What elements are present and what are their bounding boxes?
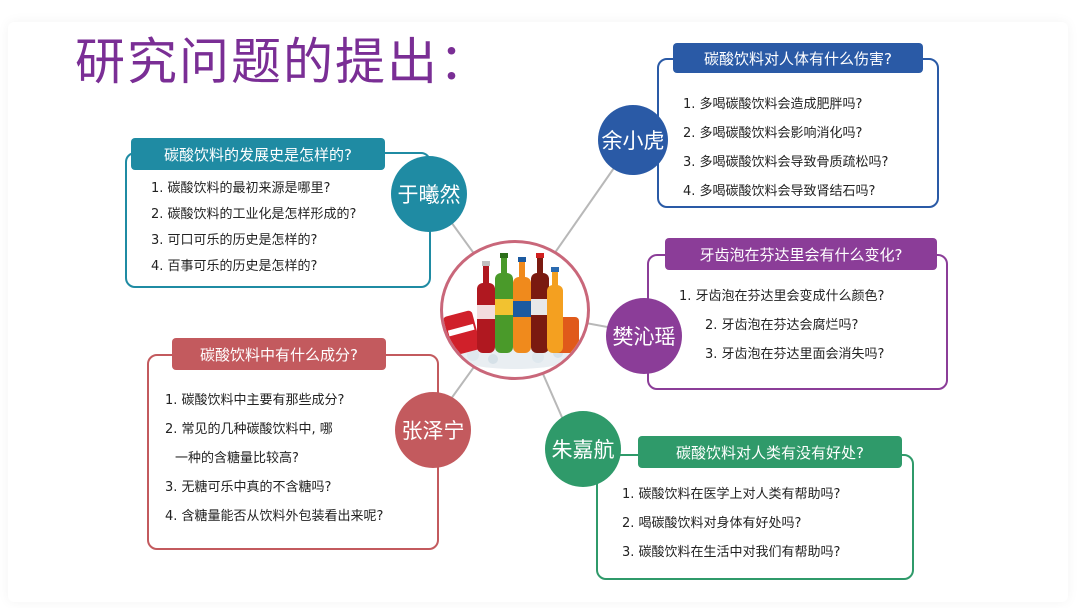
person-circle-b1: 余小虎 bbox=[598, 105, 668, 175]
list-item: 4. 含糖量能否从饮料外包装看出来呢? bbox=[165, 509, 384, 524]
soda-bottles-image bbox=[440, 240, 590, 380]
list-item: 2. 喝碳酸饮料对身体有好处吗? bbox=[622, 516, 802, 531]
person-circle-b5: 朱嘉航 bbox=[545, 411, 621, 487]
list-item: 3. 无糖可乐中真的不含糖吗? bbox=[165, 480, 332, 495]
list-item: 1. 多喝碳酸饮料会造成肥胖吗? bbox=[683, 97, 863, 112]
question-box-ingredients: 1. 碳酸饮料中主要有那些成分? 2. 常见的几种碳酸饮料中, 哪 一种的含糖量… bbox=[147, 354, 439, 550]
question-header-ingredients: 碳酸饮料中有什么成分? bbox=[172, 338, 386, 370]
question-header-benefits: 碳酸饮料对人类有没有好处? bbox=[638, 436, 902, 468]
list-item: 3. 碳酸饮料在生活中对我们有帮助吗? bbox=[622, 545, 841, 560]
list-item: 4. 百事可乐的历史是怎样的? bbox=[151, 259, 318, 274]
soda-bottles-icon bbox=[443, 253, 579, 369]
list-item: 1. 牙齿泡在芬达里会变成什么颜色? bbox=[679, 289, 885, 304]
question-header-history: 碳酸饮料的发展史是怎样的? bbox=[131, 138, 385, 170]
list-item: 3. 牙齿泡在芬达里面会消失吗? bbox=[705, 347, 885, 362]
list-item: 一种的含糖量比较高? bbox=[175, 451, 299, 466]
question-list-teeth: 1. 牙齿泡在芬达里会变成什么颜色? 2. 牙齿泡在芬达会腐烂吗? 3. 牙齿泡… bbox=[649, 256, 946, 369]
list-item: 3. 多喝碳酸饮料会导致骨质疏松吗? bbox=[683, 155, 889, 170]
list-item: 2. 牙齿泡在芬达会腐烂吗? bbox=[705, 318, 859, 333]
page-title: 研究问题的提出： bbox=[75, 33, 491, 91]
question-header-teeth: 牙齿泡在芬达里会有什么变化? bbox=[665, 238, 937, 270]
list-item: 4. 多喝碳酸饮料会导致肾结石吗? bbox=[683, 184, 876, 199]
question-list-ingredients: 1. 碳酸饮料中主要有那些成分? 2. 常见的几种碳酸饮料中, 哪 一种的含糖量… bbox=[149, 356, 437, 531]
person-circle-b3: 樊沁瑶 bbox=[606, 298, 682, 374]
list-item: 2. 碳酸饮料的工业化是怎样形成的? bbox=[151, 207, 357, 222]
list-item: 2. 常见的几种碳酸饮料中, 哪 bbox=[165, 422, 333, 437]
list-item: 2. 多喝碳酸饮料会影响消化吗? bbox=[683, 126, 863, 141]
list-item: 1. 碳酸饮料在医学上对人类有帮助吗? bbox=[622, 487, 841, 502]
question-header-harm: 碳酸饮料对人体有什么伤害? bbox=[673, 43, 923, 73]
question-box-harm: 1. 多喝碳酸饮料会造成肥胖吗? 2. 多喝碳酸饮料会影响消化吗? 3. 多喝碳… bbox=[657, 58, 939, 208]
question-list-benefits: 1. 碳酸饮料在医学上对人类有帮助吗? 2. 喝碳酸饮料对身体有好处吗? 3. … bbox=[598, 456, 912, 567]
list-item: 1. 碳酸饮料的最初来源是哪里? bbox=[151, 181, 331, 196]
question-list-harm: 1. 多喝碳酸饮料会造成肥胖吗? 2. 多喝碳酸饮料会影响消化吗? 3. 多喝碳… bbox=[659, 60, 937, 206]
person-circle-b4: 张泽宁 bbox=[395, 392, 471, 468]
list-item: 3. 可口可乐的历史是怎样的? bbox=[151, 233, 318, 248]
question-list-history: 1. 碳酸饮料的最初来源是哪里? 2. 碳酸饮料的工业化是怎样形成的? 3. 可… bbox=[127, 154, 429, 280]
question-box-teeth: 1. 牙齿泡在芬达里会变成什么颜色? 2. 牙齿泡在芬达会腐烂吗? 3. 牙齿泡… bbox=[647, 254, 948, 390]
person-circle-b2: 于曦然 bbox=[391, 156, 467, 232]
list-item: 1. 碳酸饮料中主要有那些成分? bbox=[165, 393, 345, 408]
question-box-history: 1. 碳酸饮料的最初来源是哪里? 2. 碳酸饮料的工业化是怎样形成的? 3. 可… bbox=[125, 152, 431, 288]
question-box-benefits: 1. 碳酸饮料在医学上对人类有帮助吗? 2. 喝碳酸饮料对身体有好处吗? 3. … bbox=[596, 454, 914, 580]
